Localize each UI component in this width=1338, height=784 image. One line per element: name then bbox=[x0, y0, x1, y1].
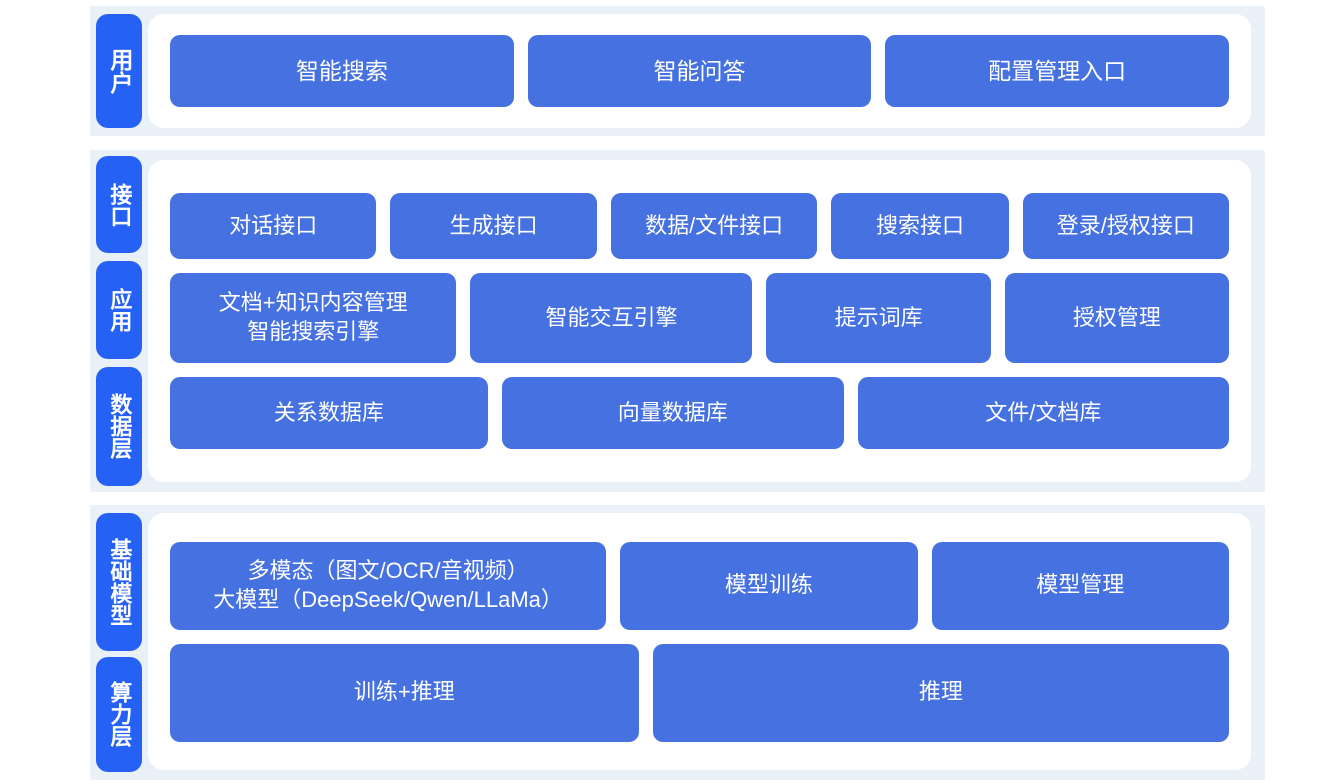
rail-tab-interface[interactable]: 接口 bbox=[96, 156, 142, 254]
box-config-management-entry[interactable]: 配置管理入口 bbox=[885, 35, 1230, 107]
box-vector-database[interactable]: 向量数据库 bbox=[501, 377, 844, 449]
row-foundation-model: 多模态（图文/OCR/音视频） 大模型（DeepSeek/Qwen/LLaMa）… bbox=[170, 541, 1229, 630]
row-data-layer: 关系数据库 向量数据库 文件/文档库 bbox=[170, 377, 1230, 449]
box-relational-database[interactable]: 关系数据库 bbox=[170, 377, 488, 449]
box-login-auth-api[interactable]: 登录/授权接口 bbox=[1022, 193, 1230, 259]
box-doc-knowledge-content-management[interactable]: 文档+知识内容管理 智能搜索引擎 bbox=[170, 273, 457, 363]
box-file-document-store[interactable]: 文件/文档库 bbox=[857, 377, 1230, 449]
rail-base: 基础模型 算力层 bbox=[90, 505, 148, 780]
section-base: 基础模型 算力层 多模态（图文/OCR/音视频） 大模型（DeepSeek/Qw… bbox=[90, 505, 1265, 780]
box-data-file-api[interactable]: 数据/文件接口 bbox=[610, 193, 818, 259]
box-model-management[interactable]: 模型管理 bbox=[931, 541, 1229, 630]
section-user: 用户 智能搜索 智能问答 配置管理入口 bbox=[90, 6, 1265, 136]
rail-middle: 接口 应用 数据层 bbox=[90, 150, 148, 492]
rail-user: 用户 bbox=[90, 6, 148, 136]
rail-tab-application[interactable]: 应用 bbox=[96, 261, 142, 359]
section-middle: 接口 应用 数据层 对话接口 生成接口 数据/文件接口 搜索接口 登录/授权接口… bbox=[90, 150, 1265, 492]
box-model-training[interactable]: 模型训练 bbox=[620, 541, 918, 630]
rail-tab-user[interactable]: 用户 bbox=[96, 14, 142, 128]
box-multimodal-large-model[interactable]: 多模态（图文/OCR/音视频） 大模型（DeepSeek/Qwen/LLaMa） bbox=[170, 541, 607, 630]
rail-tab-compute-layer[interactable]: 算力层 bbox=[96, 656, 142, 772]
box-dialog-api[interactable]: 对话接口 bbox=[170, 193, 377, 259]
box-generation-api[interactable]: 生成接口 bbox=[390, 193, 597, 259]
box-authorization-management[interactable]: 授权管理 bbox=[1004, 273, 1230, 363]
panel-base: 多模态（图文/OCR/音视频） 大模型（DeepSeek/Qwen/LLaMa）… bbox=[148, 513, 1251, 770]
panel-middle: 对话接口 生成接口 数据/文件接口 搜索接口 登录/授权接口 文档+知识内容管理… bbox=[148, 160, 1251, 482]
box-smart-search[interactable]: 智能搜索 bbox=[170, 35, 514, 107]
box-training-plus-inference[interactable]: 训练+推理 bbox=[170, 643, 639, 742]
panel-user: 智能搜索 智能问答 配置管理入口 bbox=[148, 14, 1251, 128]
box-smart-qa[interactable]: 智能问答 bbox=[527, 35, 872, 107]
row-interface: 对话接口 生成接口 数据/文件接口 搜索接口 登录/授权接口 bbox=[170, 193, 1230, 259]
box-smart-interaction-engine[interactable]: 智能交互引擎 bbox=[470, 273, 753, 363]
box-prompt-library[interactable]: 提示词库 bbox=[766, 273, 991, 363]
rail-tab-foundation-model[interactable]: 基础模型 bbox=[96, 513, 142, 651]
box-search-api[interactable]: 搜索接口 bbox=[831, 193, 1009, 259]
row-application: 文档+知识内容管理 智能搜索引擎 智能交互引擎 提示词库 授权管理 bbox=[170, 273, 1230, 363]
row-compute-layer: 训练+推理 推理 bbox=[170, 643, 1229, 742]
box-inference[interactable]: 推理 bbox=[652, 643, 1229, 742]
rail-tab-data-layer[interactable]: 数据层 bbox=[96, 366, 142, 486]
row-user-entries: 智能搜索 智能问答 配置管理入口 bbox=[170, 35, 1230, 107]
